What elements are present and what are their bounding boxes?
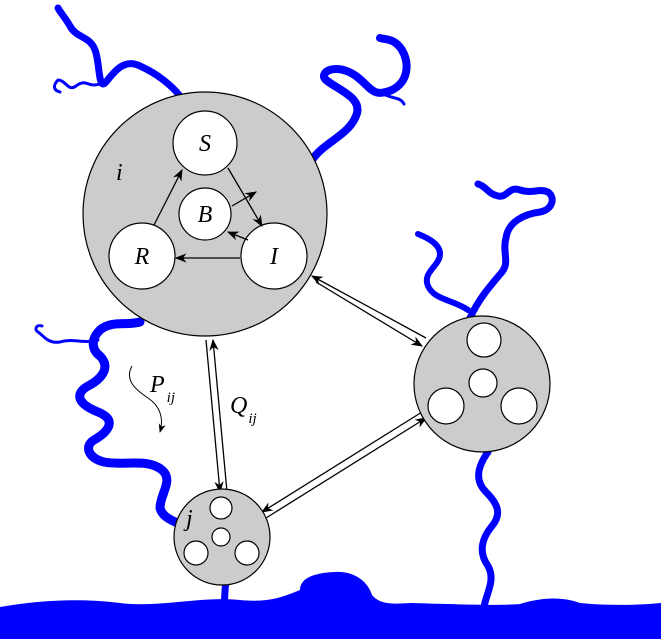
- river-i-top-right-branch: [378, 90, 406, 106]
- compartment-r-label: R: [134, 244, 150, 270]
- p-ij-sub: ij: [167, 390, 175, 406]
- river-j-bottom: [218, 578, 230, 614]
- patch-k-compartment-left: [427, 387, 465, 425]
- patch-k-compartment-center: [468, 368, 498, 398]
- patch-k: [413, 315, 551, 453]
- flow-i-to-k: [315, 281, 424, 347]
- patch-j-compartment-right: [234, 540, 260, 566]
- patch-j: j: [173, 488, 271, 586]
- patch-j-label: j: [183, 506, 193, 532]
- flow-i-to-j: [205, 339, 224, 494]
- compartment-s-label: S: [199, 131, 211, 157]
- flow-j-to-i: [209, 338, 228, 493]
- compartment-i: [240, 222, 308, 290]
- p-ij-main: P: [149, 372, 165, 398]
- river-i-top-left: [54, 4, 184, 100]
- p-flow-arrow: [128, 365, 166, 433]
- flow-k-to-j: [261, 411, 423, 513]
- river-i-bottom-left: [75, 317, 185, 529]
- compartment-s: [172, 110, 238, 176]
- patch-k-compartment-top: [466, 322, 502, 358]
- transition-i-to-b: [226, 231, 249, 241]
- q-ij-sub: ij: [248, 411, 256, 427]
- river-i-top-right: [308, 34, 411, 164]
- patch-j-compartment-top: [209, 496, 233, 520]
- river-k-bottom: [475, 448, 502, 611]
- patch-i: i S B R I: [82, 91, 328, 337]
- transition-r-to-s: [153, 168, 183, 226]
- river-k-top: [466, 180, 556, 322]
- river-i-bottom-left-branch: [34, 324, 100, 344]
- flow-arrows: [205, 275, 427, 519]
- flow-k-to-i: [310, 275, 427, 339]
- patch-i-label: i: [116, 160, 123, 186]
- compartment-i-label: I: [269, 244, 279, 270]
- compartment-b: [178, 187, 232, 241]
- patch-j-compartment-center: [211, 527, 231, 547]
- river-i-top-left-branch: [53, 78, 102, 94]
- patch-k-compartment-right: [500, 387, 538, 425]
- river-k-top-branch: [415, 231, 471, 313]
- ground-water: [0, 571, 661, 639]
- rivers: [34, 4, 556, 614]
- compartment-b-label: B: [198, 202, 213, 228]
- q-ij-main: Q: [230, 393, 247, 419]
- flow-j-to-k: [265, 417, 427, 519]
- q-ij-label: Qij: [230, 393, 257, 427]
- patch-j-compartment-left: [183, 540, 209, 566]
- transition-b-to-i: [231, 191, 258, 207]
